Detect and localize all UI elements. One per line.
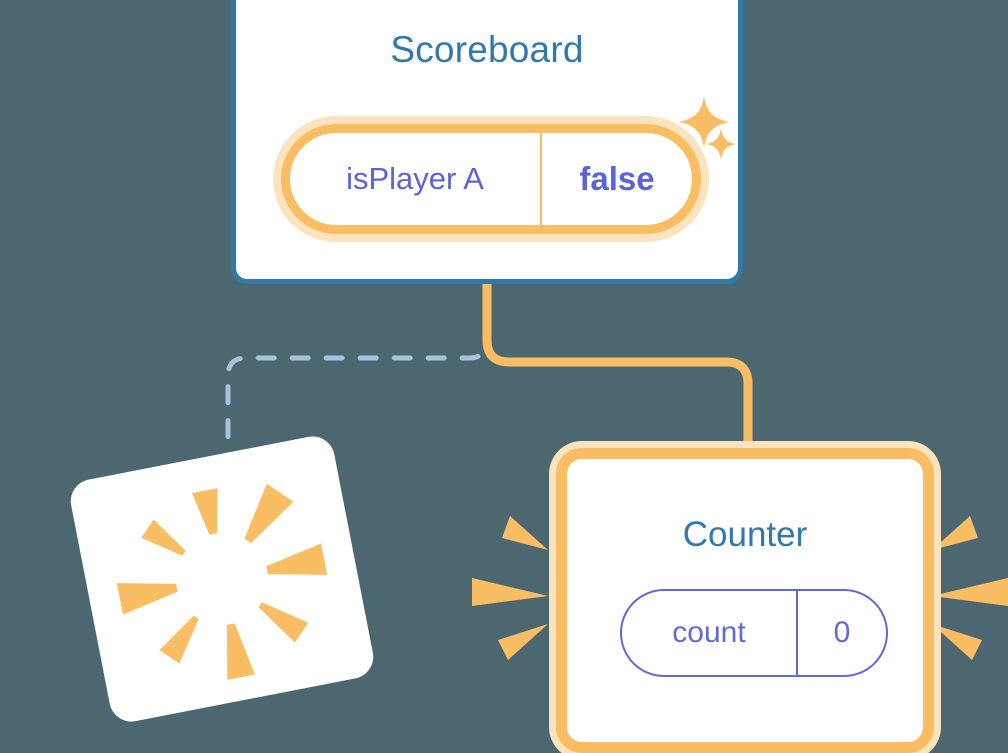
burst-icon [116,483,328,680]
sparkle-large-icon [679,96,729,148]
scoreboard-state-key: isPlayer A [290,133,542,225]
counter-title: Counter [682,515,808,554]
dashed-connector-to-blank-card [225,289,490,473]
counter-burst-left-icon [472,516,548,660]
counter-card[interactable]: Counter count 0 [556,448,934,753]
solid-connector-to-counter [482,283,753,460]
counter-burst-right-icon [932,516,1008,660]
counter-state-pill[interactable]: count 0 [620,589,888,677]
counter-state-value: 0 [833,616,851,649]
scoreboard-card[interactable]: Scoreboard isPlayer A false [231,0,743,284]
blank-card[interactable] [66,432,378,726]
scoreboard-state-value: false [579,160,655,197]
scoreboard-state-pill[interactable]: isPlayer A false [281,124,701,234]
scoreboard-title: Scoreboard [390,29,584,70]
counter-state-key: count [622,591,798,675]
sparkle-small-icon [706,128,736,160]
